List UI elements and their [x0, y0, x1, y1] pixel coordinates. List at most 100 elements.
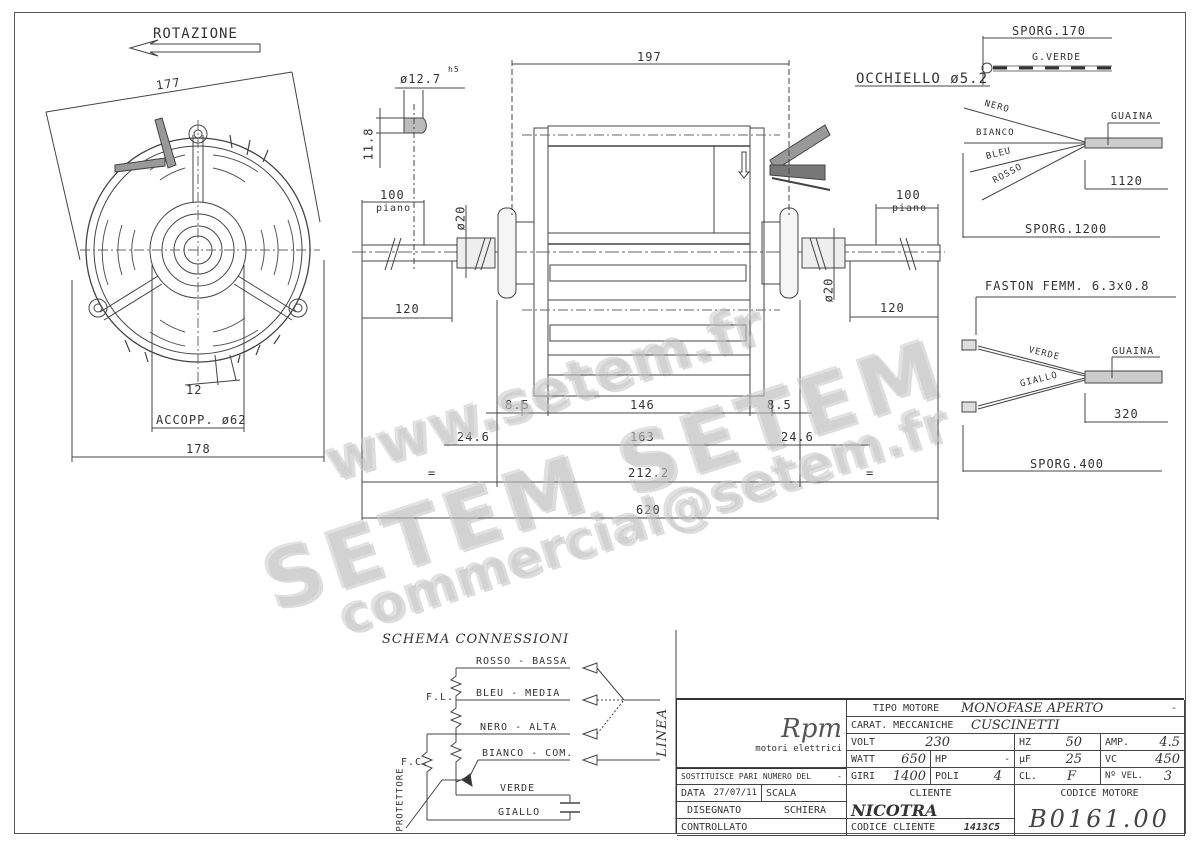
codice-cliente-value: 1413C5 [963, 821, 1000, 833]
schema-line-giallo: GIALLO [498, 807, 541, 818]
protector-label: PROTETTORE [395, 767, 406, 832]
ground-sporg-label: SPORG.170 [1012, 24, 1087, 38]
faston-label: FASTON FEMM. 6.3x0.8 [985, 279, 1150, 293]
dim-shaft-diameter: ø12.7 [400, 72, 442, 86]
ground-wire-label: G.VERDE [1032, 52, 1082, 63]
schema-line-rosso: ROSSO - BASSA [476, 656, 568, 667]
sostituisce-value: - [837, 772, 842, 781]
codice-motore-label: CODICE MOTORE [1060, 788, 1139, 799]
dim-24-6-left: 24.6 [457, 430, 490, 444]
dim-d20-right: ø20 [821, 277, 836, 303]
dim-24-6-right: 24.6 [781, 430, 814, 444]
giri-value: 1400 [892, 768, 926, 784]
disegnato-label: DISEGNATO [687, 804, 742, 816]
line-label: LINEA [655, 707, 671, 758]
codice-motore-value: B0161.00 [1029, 804, 1170, 833]
right-flat-label: piano [892, 203, 928, 214]
cliente-value: NICOTRA [851, 802, 938, 819]
dim-620: 620 [636, 503, 661, 517]
tipo-dash: - [1171, 702, 1178, 714]
eyelet-label: OCCHIELLO ø5.2 [856, 71, 989, 87]
equal-left: = [428, 466, 437, 480]
ground-lead [855, 36, 1112, 87]
dim-left-flat-100: 100 [380, 188, 405, 202]
schema-line-bleu: BLEU - MEDIA [476, 688, 561, 699]
schema-line-bianco: BIANCO - COM. [482, 748, 574, 759]
tolerance-label: h5 [448, 65, 460, 74]
dim-163: 163 [630, 430, 655, 444]
direction-arrow-icon [737, 151, 751, 179]
dim-right-shaft-120: 120 [880, 301, 905, 315]
vc-value: 450 [1155, 751, 1180, 767]
wire-bianco: BIANCO [976, 128, 1015, 138]
drawing-sheet [14, 12, 1186, 834]
cl-value: F [1066, 768, 1076, 784]
scala-label: SCALA [766, 787, 797, 799]
dim-d20-left: ø20 [453, 205, 468, 231]
poli-value: 4 [993, 768, 1002, 784]
tipo-motore-value: MONOFASE APERTO [961, 700, 1104, 716]
capacitor-leads [961, 296, 1176, 472]
dim-left-shaft-120: 120 [395, 302, 420, 316]
dim-212-2: 212.2 [628, 466, 670, 480]
fl-label: F.L. [426, 692, 455, 703]
main-sporg-label: SPORG.1200 [1025, 222, 1108, 236]
carat-label: CARAT. MECCANICHE [851, 719, 954, 731]
data-value: 27/07/11 [713, 788, 757, 798]
front-view [45, 39, 325, 462]
rotation-arrow-icon [128, 39, 261, 57]
dim-1120: 1120 [1110, 174, 1143, 188]
data-label: DATA [681, 787, 706, 799]
dim-flat-11-8: 11.8 [361, 127, 376, 161]
hz-value: 50 [1065, 734, 1082, 750]
dim-8-5-left: 8.5 [505, 398, 530, 412]
equal-right: = [866, 466, 875, 480]
rotation-label: ROTAZIONE [153, 26, 238, 42]
nvel-label: Nº VEL. [1105, 771, 1143, 781]
volt-value: 230 [925, 734, 950, 750]
shaft-section-detail [376, 87, 465, 270]
vc-label: VC [1105, 753, 1118, 765]
disegnato-value: SCHIERA [783, 804, 826, 816]
rpm-logo: Rpm [781, 713, 842, 744]
dim-8-5-right: 8.5 [767, 398, 792, 412]
dim-197: 197 [637, 50, 662, 64]
controllato-label: CONTROLLATO [681, 821, 748, 833]
dim-key-12: 12 [186, 383, 203, 397]
volt-label: VOLT [851, 736, 876, 748]
main-leads [962, 107, 1168, 238]
cl-label: CL. [1019, 770, 1038, 782]
sostituisce-label: SOSTITUISCE PARI NUMERO DEL [681, 772, 812, 781]
schema-line-verde: VERDE [500, 783, 536, 794]
hp-value: - [1003, 753, 1010, 765]
dim-320: 320 [1114, 407, 1139, 421]
side-view [352, 60, 945, 520]
uf-value: 25 [1065, 751, 1082, 767]
cap-sheath-label: GUAINA [1112, 346, 1155, 357]
hz-label: HZ [1019, 736, 1032, 748]
cap-sporg-label: SPORG.400 [1030, 457, 1105, 471]
schema-title: SCHEMA CONNESSIONI [382, 632, 570, 647]
dim-178: 178 [186, 442, 211, 456]
dim-right-flat-100: 100 [896, 188, 921, 202]
amp-value: 4.5 [1159, 734, 1180, 750]
giri-label: GIRI [851, 770, 876, 782]
schema-line-nero: NERO - ALTA [480, 722, 558, 733]
hp-label: HP [935, 753, 948, 765]
cliente-label: CLIENTE [909, 788, 952, 799]
uf-label: µF [1019, 753, 1032, 765]
codice-cliente-label: CODICE CLIENTE [851, 821, 936, 833]
fc-label: F.C. [401, 757, 430, 768]
main-sheath-label: GUAINA [1111, 111, 1154, 122]
poli-label: POLI [935, 770, 960, 782]
nvel-value: 3 [1163, 768, 1172, 784]
rpm-logo-subtitle: motori elettrici [755, 743, 842, 754]
dim-146: 146 [630, 398, 655, 412]
dim-177: 177 [155, 75, 182, 93]
left-flat-label: piano [376, 203, 412, 214]
title-block: Rpm motori elettrici TIPO MOTORE MONOFAS… [676, 698, 1185, 836]
carat-value: CUSCINETTI [971, 717, 1060, 733]
watt-value: 650 [901, 751, 926, 767]
tipo-motore-label: TIPO MOTORE [872, 702, 940, 714]
